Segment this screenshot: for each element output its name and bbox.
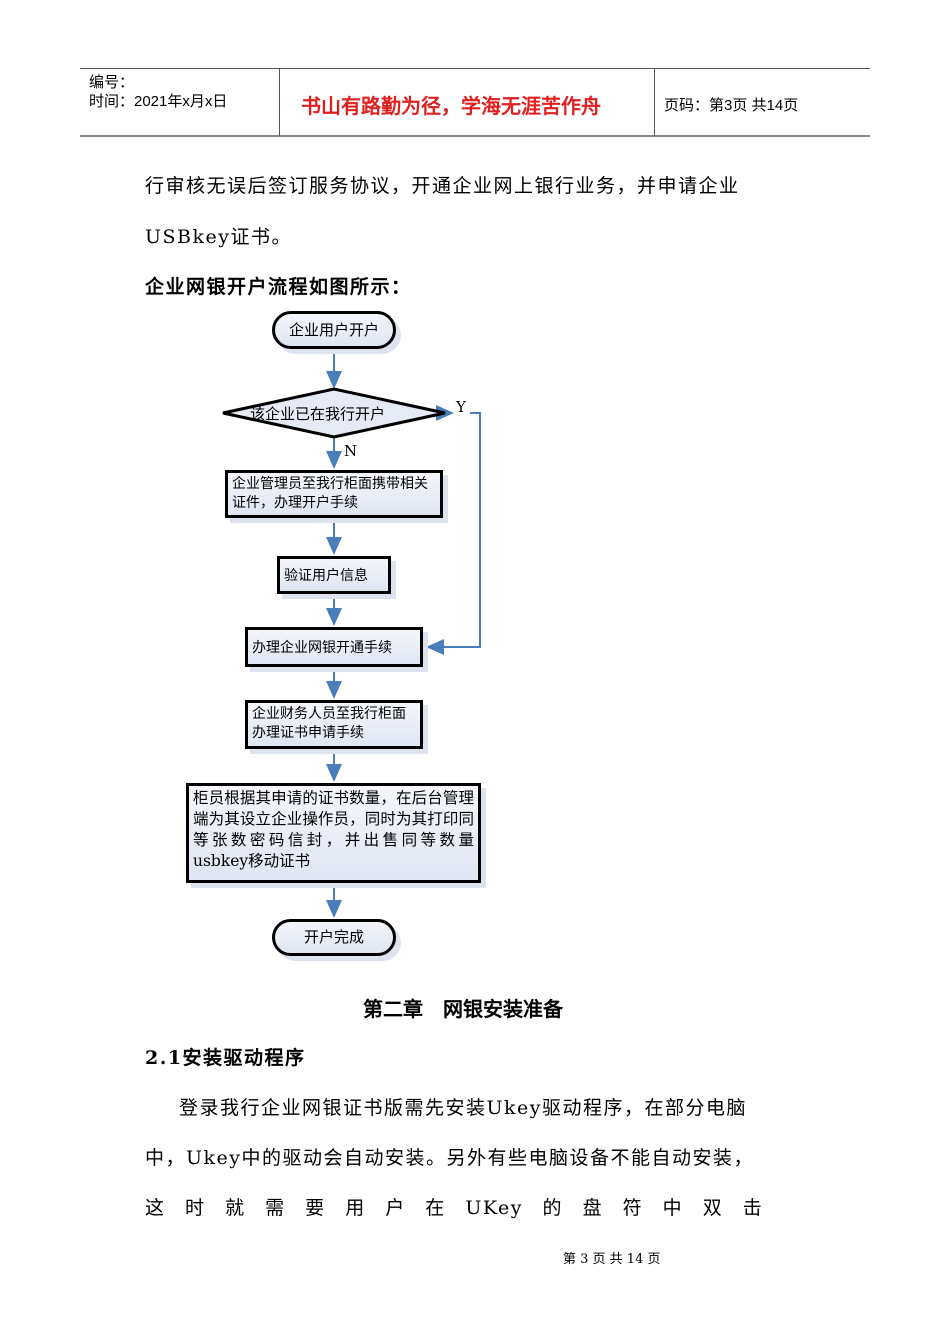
paragraph-line: 行审核无误后签订服务协议，开通企业网上银行业务，并申请企业 <box>145 175 740 197</box>
header-top-border <box>80 68 870 69</box>
decision-diamond <box>222 387 446 439</box>
yes-label: Y <box>456 398 466 416</box>
paragraph-line: 这 时 就 需 要 用 户 在 UKey 的 盘 符 中 双 击 <box>145 1197 764 1219</box>
flowchart-connectors <box>222 349 481 918</box>
header-motto: 书山有路勤为径，学海无涯苦作舟 <box>301 94 601 118</box>
step-5: 柜员根据其申请的证书数量，在后台管理端为其设立企业操作员，同时为其打印同等张数密… <box>186 783 481 883</box>
header-time: 时间：2021年x月x日 <box>89 93 228 110</box>
section-title: 2.1安装驱动程序 <box>145 1047 306 1069</box>
no-label: N <box>344 442 358 460</box>
paragraph-line: USBkey证书。 <box>145 226 292 248</box>
header-divider <box>654 68 655 136</box>
step-2: 验证用户信息 <box>277 556 391 594</box>
flow-heading: 企业网银开户流程如图所示： <box>145 276 412 298</box>
end-node: 开户完成 <box>272 919 396 956</box>
step-3: 办理企业网银开通手续 <box>245 627 423 667</box>
decision-text: 该企业已在我行开户 <box>250 405 386 423</box>
paragraph-line: 登录我行企业网银证书版需先安装Ukey驱动程序，在部分电脑 <box>179 1097 748 1119</box>
header-divider <box>279 68 280 136</box>
step-4: 企业财务人员至我行柜面办理证书申请手续 <box>245 700 423 749</box>
page-footer: 第 3 页 共 14 页 <box>563 1252 661 1267</box>
header-page-info: 页码：第3页 共14页 <box>664 97 799 114</box>
step-1: 企业管理员至我行柜面携带相关证件，办理开户手续 <box>225 470 443 518</box>
paragraph-line: 中，Ukey中的驱动会自动安装。另外有些电脑设备不能自动安装， <box>145 1147 755 1169</box>
start-node: 企业用户开户 <box>272 311 396 349</box>
header-bottom-border <box>80 135 870 137</box>
chapter-title: 第二章 网银安装准备 <box>363 997 563 1021</box>
header-number: 编号： <box>89 74 135 91</box>
yes-arrow <box>426 412 481 655</box>
